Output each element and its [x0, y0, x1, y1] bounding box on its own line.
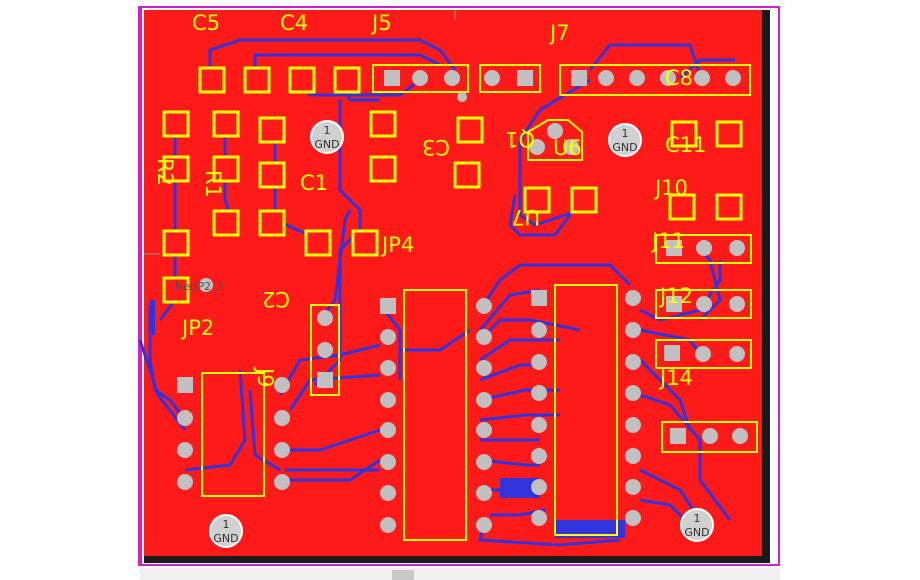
label-jp2: JP2: [180, 316, 214, 340]
j8-outline: [559, 64, 751, 96]
ic-u2-outline: [403, 289, 467, 541]
smd-pads[interactable]: [162, 66, 743, 304]
gnd-number: 1: [622, 127, 629, 140]
label-q1: Q1: [505, 127, 535, 151]
scrollbar-thumb[interactable]: [392, 570, 414, 580]
ic-u1-outline: [554, 284, 618, 536]
label-j14: J14: [658, 366, 693, 390]
gnd-label: GND: [314, 138, 339, 151]
board-edge-bottom: [144, 556, 770, 563]
label-jp4: JP4: [380, 233, 414, 257]
label-j5: J5: [370, 11, 392, 35]
j7-outline: [479, 64, 541, 93]
right-headers-outline: [655, 234, 758, 453]
label-u7: U7: [511, 205, 540, 229]
label-u6: U6: [553, 136, 582, 160]
pad-c4-2: [333, 66, 361, 94]
pad-c5-1: [198, 66, 226, 94]
label-j7: J7: [548, 21, 570, 45]
right-header-pads[interactable]: [664, 240, 748, 444]
ic-u2-pads[interactable]: [380, 298, 492, 533]
copper-area-1: [500, 478, 540, 498]
gnd-label: GND: [612, 141, 637, 154]
horizontal-scrollbar[interactable]: [140, 568, 780, 580]
label-c2: C2: [262, 287, 290, 311]
pad-c5-2: [243, 66, 271, 94]
label-c1: C1: [300, 171, 328, 195]
pad-c4-1: [288, 66, 316, 94]
pad-c1-2: [212, 209, 240, 237]
pad-c3-1: [369, 110, 397, 138]
label-c8: C8: [665, 66, 693, 90]
board-edge-right: [762, 10, 770, 563]
label-j10: J10: [653, 176, 688, 200]
gnd-label: GND: [684, 526, 709, 539]
gnd-number: 1: [324, 124, 331, 137]
gnd-point[interactable]: 1 GND: [209, 514, 243, 548]
q1-pads[interactable]: [529, 123, 579, 155]
pad-c11-2: [715, 120, 743, 148]
pad-r1-3: [212, 155, 240, 183]
pad-c9-2: [453, 161, 481, 189]
jp2-outline: [310, 304, 340, 396]
pad-c9-1: [456, 116, 484, 144]
label-c3: C3: [422, 135, 450, 159]
q1-outline: [527, 119, 583, 161]
label-j9: J9: [253, 366, 277, 388]
ic-u9-outline: [201, 372, 265, 497]
gnd-point[interactable]: 1 GND: [310, 120, 344, 154]
pad-c1-3: [258, 209, 286, 237]
pad-r1-1: [212, 110, 240, 138]
pad-c3-2: [369, 155, 397, 183]
pad-u7-1: [523, 186, 551, 214]
net-label: NetJP2_3: [175, 280, 224, 293]
gnd-number: 1: [694, 512, 701, 525]
header-pads[interactable]: [384, 70, 741, 86]
pad-j10-2: [715, 193, 743, 221]
copper-area-3: [150, 300, 155, 335]
pad-c2-1: [162, 229, 190, 257]
pad-c1-1: [258, 161, 286, 189]
label-c11: C11: [665, 133, 706, 157]
label-c5: C5: [192, 11, 220, 35]
ic-u1-pads[interactable]: [531, 290, 641, 526]
jp2-pads[interactable]: [317, 310, 333, 388]
copper-pour: [144, 10, 770, 563]
pad-c11-1: [670, 120, 698, 148]
copper-area-2: [555, 520, 625, 538]
pad-j10-1: [668, 193, 696, 221]
gnd-point[interactable]: 1 GND: [680, 508, 714, 542]
ic-u9-pads[interactable]: [177, 377, 290, 490]
pad-c2-2: [162, 276, 190, 304]
pad-u7-2: [570, 186, 598, 214]
j5-outline: [372, 64, 469, 93]
gnd-label: GND: [213, 532, 238, 545]
label-j11: J11: [650, 229, 685, 253]
label-j12: J12: [658, 284, 693, 308]
pad-r1-2: [258, 116, 286, 144]
gnd-number: 1: [223, 518, 230, 531]
label-r2: R2: [153, 158, 177, 186]
label-r1: R1: [201, 170, 225, 198]
vias: [199, 92, 467, 292]
pad-r2-2: [162, 155, 190, 183]
gnd-point[interactable]: 1 GND: [608, 123, 642, 157]
label-c4: C4: [280, 11, 308, 35]
pad-c2-4: [351, 229, 379, 257]
pad-c2-3: [304, 229, 332, 257]
pad-r2-1: [162, 110, 190, 138]
